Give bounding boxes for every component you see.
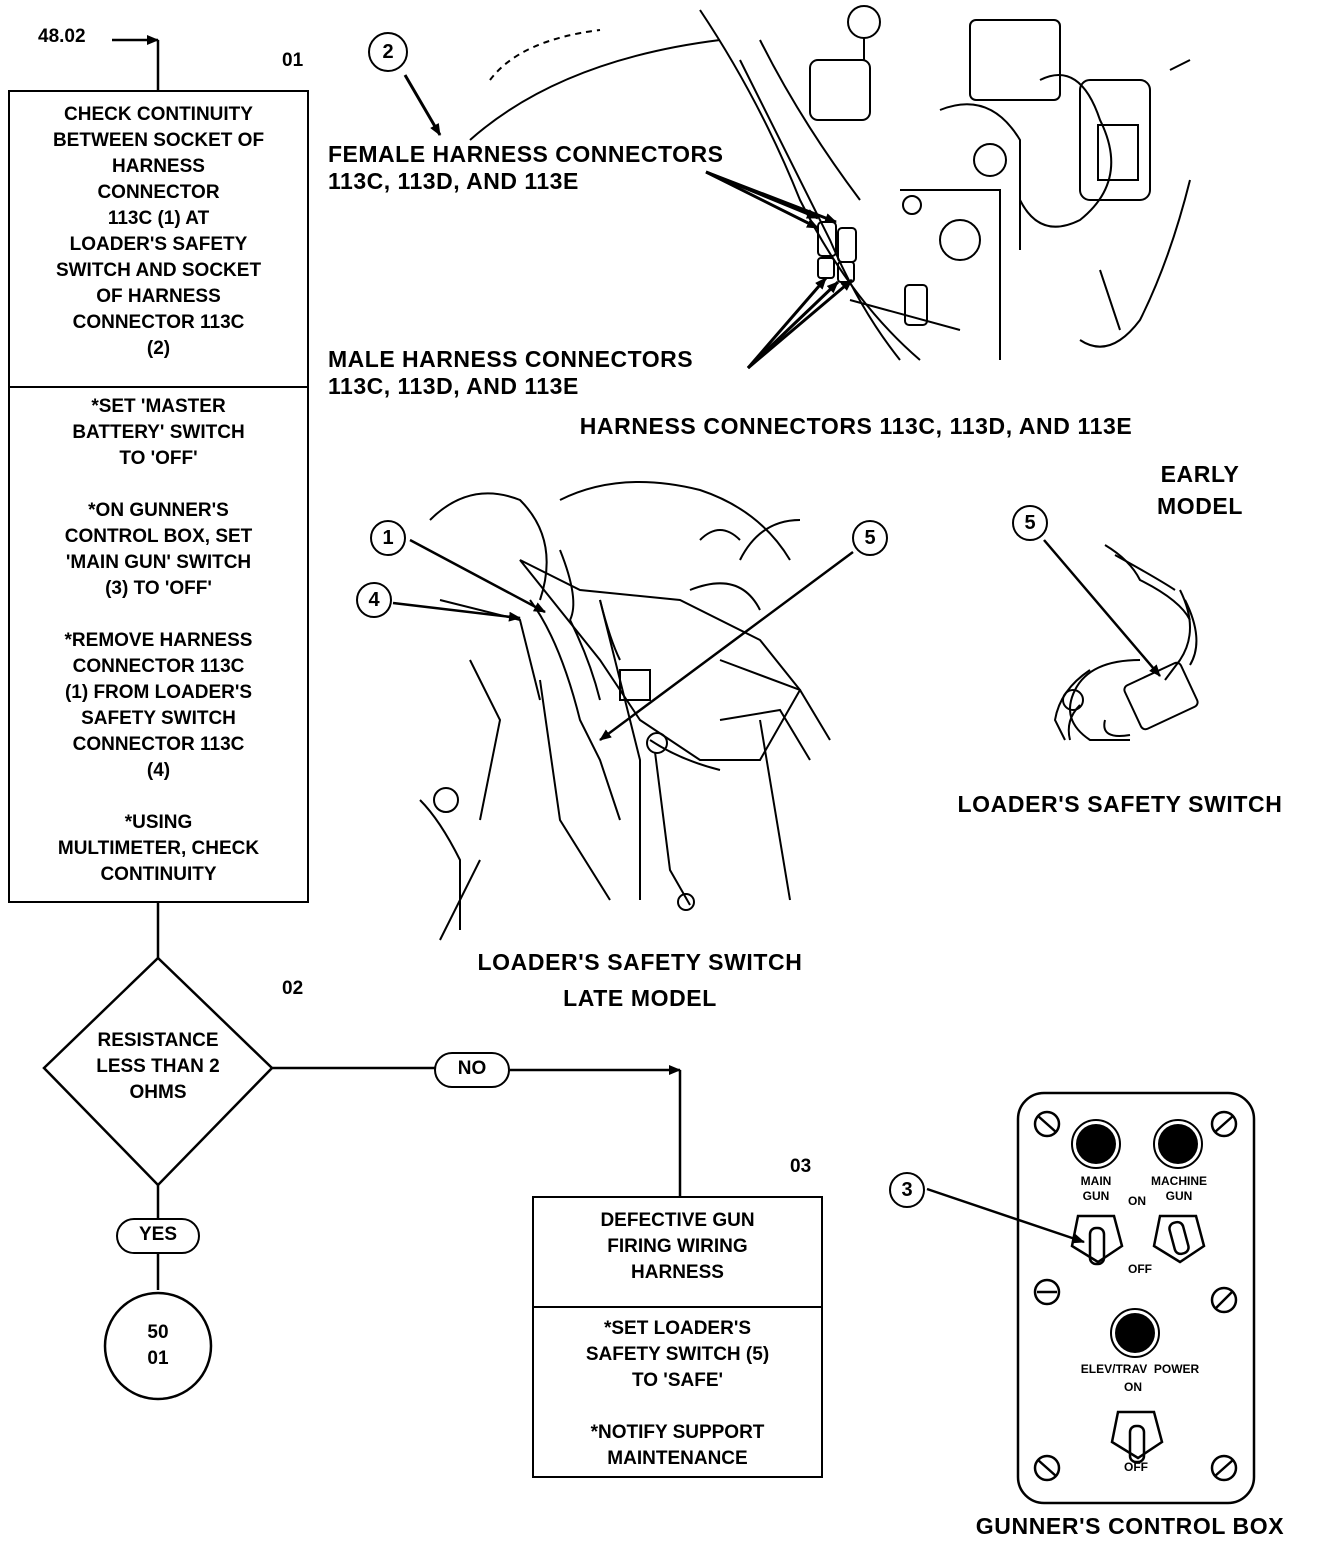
step1-check-line: CHECK CONTINUITY xyxy=(18,102,299,128)
main-gun-label-line: GUN xyxy=(1066,1189,1126,1204)
step1-action-line: *ON GUNNER'S xyxy=(18,498,299,524)
decision-line: RESISTANCE xyxy=(58,1028,258,1054)
harness-caption: HARNESS CONNECTORS 113C, 113D, AND 113E xyxy=(520,408,1192,444)
early-model-illustration xyxy=(1055,545,1199,740)
early-model-label: EARLY MODEL xyxy=(1140,458,1260,522)
early-model-caption: LOADER'S SAFETY SWITCH xyxy=(930,786,1310,822)
step1-check-line: CONNECTOR xyxy=(18,180,299,206)
step1-action-line: SAFETY SWITCH xyxy=(18,706,299,732)
power-off-label: OFF xyxy=(1124,1460,1148,1474)
step1-action-line: 'MAIN GUN' SWITCH xyxy=(18,550,299,576)
step3-action-line: *SET LOADER'S xyxy=(542,1316,813,1342)
callout-2: 2 xyxy=(368,32,408,72)
step1-action-line: CONNECTOR 113C xyxy=(18,654,299,680)
goto-step-line: 01 xyxy=(118,1346,198,1372)
step1-check-line: LOADER'S SAFETY xyxy=(18,232,299,258)
step1-action-line: *REMOVE HARNESS xyxy=(18,628,299,654)
decision-line: OHMS xyxy=(58,1080,258,1106)
control-box-leader-lines xyxy=(927,1189,1084,1242)
callout-5-late: 5 xyxy=(852,520,888,556)
male-label-line: MALE HARNESS CONNECTORS xyxy=(328,346,693,373)
step3-action-line: *NOTIFY SUPPORT xyxy=(542,1420,813,1446)
entry-reference: 48.02 xyxy=(38,26,86,48)
goto-step-line: 50 xyxy=(118,1320,198,1346)
step1-action-line: CONTROL BOX, SET xyxy=(18,524,299,550)
callout-5-early: 5 xyxy=(1012,505,1048,541)
early-label-line: EARLY xyxy=(1140,458,1260,490)
step3-actions-section: *SET LOADER'S SAFETY SWITCH (5) TO 'SAFE… xyxy=(534,1306,821,1476)
main-gun-label: MAIN GUN xyxy=(1066,1174,1126,1204)
step3-action-line: TO 'SAFE' xyxy=(542,1368,813,1394)
step1-action-line: BATTERY' SWITCH xyxy=(18,420,299,446)
female-connectors-label: FEMALE HARNESS CONNECTORS 113C, 113D, AN… xyxy=(328,141,723,195)
no-branch-label: NO xyxy=(434,1052,510,1088)
step-number-01: 01 xyxy=(282,50,303,72)
main-gun-label-line: MAIN xyxy=(1066,1174,1126,1189)
decision-question: RESISTANCE LESS THAN 2 OHMS xyxy=(58,1028,258,1106)
step3-action-line: SAFETY SWITCH (5) xyxy=(542,1342,813,1368)
power-on-label: ON xyxy=(1124,1380,1142,1394)
step1-box: CHECK CONTINUITY BETWEEN SOCKET OF HARNE… xyxy=(8,90,309,903)
male-label-line: 113C, 113D, AND 113E xyxy=(328,373,693,400)
step1-actions-section: *SET 'MASTER BATTERY' SWITCH TO 'OFF' *O… xyxy=(10,386,307,892)
step3-box: DEFECTIVE GUN FIRING WIRING HARNESS *SET… xyxy=(532,1196,823,1478)
step1-check-section: CHECK CONTINUITY BETWEEN SOCKET OF HARNE… xyxy=(10,92,307,386)
step1-check-line: BETWEEN SOCKET OF xyxy=(18,128,299,154)
callout-1: 1 xyxy=(370,520,406,556)
step3-result-section: DEFECTIVE GUN FIRING WIRING HARNESS xyxy=(534,1198,821,1306)
female-label-line: FEMALE HARNESS CONNECTORS xyxy=(328,141,723,168)
late-caption-line: LOADER'S SAFETY SWITCH xyxy=(440,944,840,980)
step-number-02: 02 xyxy=(282,978,303,1000)
early-model-leader-lines xyxy=(1044,540,1160,676)
step1-check-line: OF HARNESS xyxy=(18,284,299,310)
female-label-line: 113C, 113D, AND 113E xyxy=(328,168,723,195)
early-label-line: MODEL xyxy=(1140,490,1260,522)
step3-result-line: FIRING WIRING xyxy=(542,1234,813,1260)
step1-action-line: (3) TO 'OFF' xyxy=(18,576,299,602)
machine-gun-label-line: GUN xyxy=(1146,1189,1212,1204)
gun-on-label: ON xyxy=(1128,1194,1146,1208)
machine-gun-label: MACHINE GUN xyxy=(1146,1174,1212,1204)
step1-action-line: CONTINUITY xyxy=(18,862,299,888)
step1-action-line: (1) FROM LOADER'S xyxy=(18,680,299,706)
control-box-lamps xyxy=(1072,1120,1202,1357)
callout-3: 3 xyxy=(889,1172,925,1208)
goto-step-connector: 50 01 xyxy=(118,1320,198,1372)
step1-action-line: CONNECTOR 113C xyxy=(18,732,299,758)
decision-line: LESS THAN 2 xyxy=(58,1054,258,1080)
late-model-caption: LOADER'S SAFETY SWITCH LATE MODEL xyxy=(440,944,840,1016)
step3-result-line: DEFECTIVE GUN xyxy=(542,1208,813,1234)
step3-action-line: MAINTENANCE xyxy=(542,1446,813,1472)
step1-check-line: SWITCH AND SOCKET xyxy=(18,258,299,284)
step1-action-line: TO 'OFF' xyxy=(18,446,299,472)
control-box-caption: GUNNER'S CONTROL BOX xyxy=(950,1508,1310,1544)
late-caption-line: LATE MODEL xyxy=(440,980,840,1016)
gun-off-label: OFF xyxy=(1128,1262,1152,1276)
late-model-leader-lines xyxy=(393,540,853,740)
elev-trav-power-label: ELEV/TRAV POWER xyxy=(1060,1362,1220,1376)
step3-result-line: HARNESS xyxy=(542,1260,813,1286)
control-box-illustration xyxy=(1018,1093,1254,1503)
step1-action-line: MULTIMETER, CHECK xyxy=(18,836,299,862)
machine-gun-label-line: MACHINE xyxy=(1146,1174,1212,1189)
step1-check-line: CONNECTOR 113C xyxy=(18,310,299,336)
step1-check-line: HARNESS xyxy=(18,154,299,180)
step1-action-line: (4) xyxy=(18,758,299,784)
yes-branch-label: YES xyxy=(116,1218,200,1254)
male-connectors-label: MALE HARNESS CONNECTORS 113C, 113D, AND … xyxy=(328,346,693,400)
harness-leader-lines xyxy=(405,75,852,368)
late-model-illustration xyxy=(420,482,830,940)
step1-check-line: (2) xyxy=(18,336,299,362)
step1-action-line: *SET 'MASTER xyxy=(18,394,299,420)
step1-action-line: *USING xyxy=(18,810,299,836)
step-number-03: 03 xyxy=(790,1156,811,1178)
callout-4: 4 xyxy=(356,582,392,618)
step1-check-line: 113C (1) AT xyxy=(18,206,299,232)
